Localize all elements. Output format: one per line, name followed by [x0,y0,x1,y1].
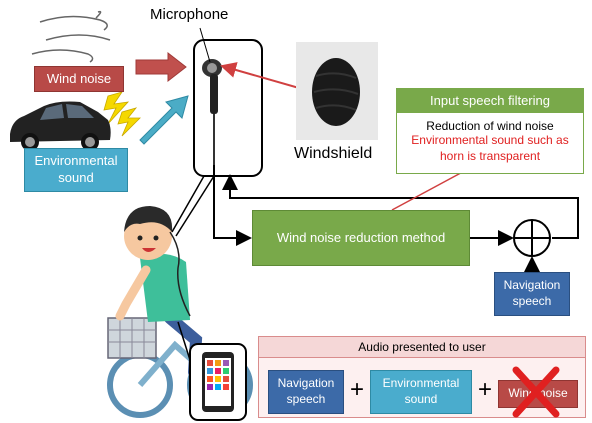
env-arrow [139,95,189,145]
filtering-panel: Input speech filtering Reduction of wind… [396,88,584,174]
microphone-frame [193,39,263,177]
filtering-line2: Environmental sound such as horn is tran… [411,133,569,163]
audio-panel-title: Audio presented to user [259,337,585,358]
plus-sign-1: + [350,376,365,403]
windshield-icon [312,58,360,126]
signal-path [213,165,579,272]
filtering-title: Input speech filtering [397,89,583,113]
smartphone-icon [202,352,234,412]
wind-noise-reduction-box: Wind noise reduction method [252,210,470,266]
filtering-line1: Reduction of wind noise [426,119,554,133]
wind-arrow [135,51,187,83]
car-icon [10,101,111,151]
wind-noise-box: Wind noise [34,66,124,92]
navigation-speech-box: Navigation speech [494,272,570,316]
plus-sign-2: + [478,376,493,403]
lightning-icon [103,91,141,137]
earphone-icon [202,59,222,165]
audio-wind-noise: Wind noise [498,380,578,408]
wind-icon [31,10,111,63]
windshield-label: Windshield [294,145,373,162]
summing-junction-icon [513,219,551,257]
audio-nav-speech: Navigation speech [268,370,344,414]
audio-env-sound: Environmental sound [370,370,472,414]
microphone-label: Microphone [150,6,229,23]
environmental-sound-box: Environmental sound [24,148,128,192]
